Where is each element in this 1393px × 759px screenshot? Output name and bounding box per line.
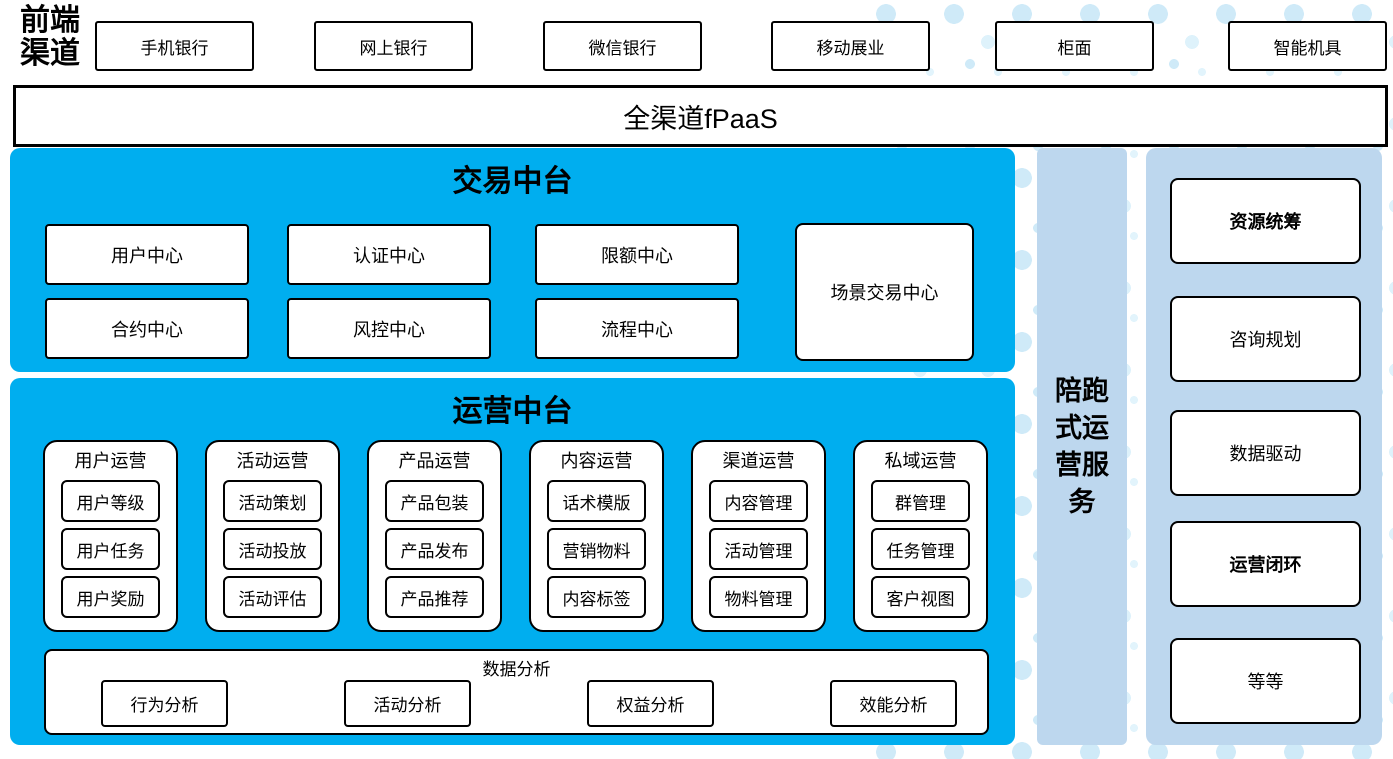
ops-column-title: 私域运营 <box>884 451 957 471</box>
ops-column-title: 产品运营 <box>398 451 471 471</box>
channel-box-counter: 柜面 <box>995 21 1154 71</box>
center-box-risk-control: 风控中心 <box>287 298 491 359</box>
ops-item: 客户视图 <box>871 576 970 618</box>
ops-item: 营销物料 <box>547 528 646 570</box>
channel-box-wechat-banking: 微信银行 <box>543 21 702 71</box>
ops-item: 内容管理 <box>709 480 808 522</box>
service-box-consulting-planning: 咨询规划 <box>1170 296 1361 382</box>
ops-column-activity-operations: 活动运营 活动策划 活动投放 活动评估 <box>205 440 340 632</box>
ops-item: 群管理 <box>871 480 970 522</box>
accompanying-ops-service-label: 陪跑式运营服务 <box>1055 375 1109 517</box>
ops-column-product-operations: 产品运营 产品包装 产品发布 产品推荐 <box>367 440 502 632</box>
ops-item: 用户任务 <box>61 528 160 570</box>
service-box-resource-coordination: 资源统筹 <box>1170 178 1361 264</box>
center-box-user: 用户中心 <box>45 224 249 285</box>
ops-item: 产品包装 <box>385 480 484 522</box>
channel-box-mobile-marketing: 移动展业 <box>771 21 930 71</box>
analysis-box-behavior: 行为分析 <box>101 680 228 727</box>
operations-platform-section: 运营中台 用户运营 用户等级 用户任务 用户奖励 活动运营 活动策划 活动投放 … <box>10 378 1015 745</box>
ops-column-private-domain-operations: 私域运营 群管理 任务管理 客户视图 <box>853 440 988 632</box>
channel-box-mobile-banking: 手机银行 <box>95 21 254 71</box>
accompanying-ops-service-bar: 陪跑式运营服务 <box>1037 148 1127 745</box>
ops-column-title: 用户运营 <box>74 451 147 471</box>
channel-box-online-banking: 网上银行 <box>314 21 473 71</box>
ops-item: 活动投放 <box>223 528 322 570</box>
analysis-box-rights: 权益分析 <box>587 680 714 727</box>
service-box-etc: 等等 <box>1170 638 1361 724</box>
center-box-process: 流程中心 <box>535 298 739 359</box>
ops-item: 物料管理 <box>709 576 808 618</box>
operations-platform-title: 运营中台 <box>452 395 573 428</box>
ops-item: 活动管理 <box>709 528 808 570</box>
channel-box-smart-machines: 智能机具 <box>1228 21 1387 71</box>
ops-item: 活动策划 <box>223 480 322 522</box>
analysis-box-activity: 活动分析 <box>344 680 471 727</box>
ops-column-content-operations: 内容运营 话术模版 营销物料 内容标签 <box>529 440 664 632</box>
ops-item: 用户等级 <box>61 480 160 522</box>
center-box-limit: 限额中心 <box>535 224 739 285</box>
ops-column-title: 内容运营 <box>560 451 633 471</box>
ops-item: 话术模版 <box>547 480 646 522</box>
transaction-platform-title: 交易中台 <box>452 165 573 198</box>
ops-column-title: 活动运营 <box>236 451 309 471</box>
ops-item: 用户奖励 <box>61 576 160 618</box>
center-box-authentication: 认证中心 <box>287 224 491 285</box>
service-box-operation-loop: 运营闭环 <box>1170 521 1361 607</box>
analysis-box-efficiency: 效能分析 <box>830 680 957 727</box>
ops-column-title: 渠道运营 <box>722 451 795 471</box>
data-analysis-strip: 数据分析 行为分析 活动分析 权益分析 效能分析 <box>44 649 989 735</box>
ops-column-user-operations: 用户运营 用户等级 用户任务 用户奖励 <box>43 440 178 632</box>
data-analysis-title: 数据分析 <box>482 660 551 679</box>
ops-item: 内容标签 <box>547 576 646 618</box>
ops-item: 任务管理 <box>871 528 970 570</box>
service-box-data-driven: 数据驱动 <box>1170 410 1361 496</box>
transaction-platform-section: 交易中台 用户中心 认证中心 限额中心 合约中心 风控中心 流程中心 场景交易中… <box>10 148 1015 372</box>
center-box-scenario-transaction: 场景交易中心 <box>795 223 974 361</box>
center-box-contract: 合约中心 <box>45 298 249 359</box>
fpaas-bar: 全渠道fPaaS <box>13 85 1388 147</box>
services-panel: 资源统筹 咨询规划 数据驱动 运营闭环 等等 <box>1146 148 1382 745</box>
ops-column-channel-operations: 渠道运营 内容管理 活动管理 物料管理 <box>691 440 826 632</box>
ops-item: 产品发布 <box>385 528 484 570</box>
ops-item: 活动评估 <box>223 576 322 618</box>
frontend-channels-label: 前端渠道 <box>20 4 80 70</box>
ops-item: 产品推荐 <box>385 576 484 618</box>
